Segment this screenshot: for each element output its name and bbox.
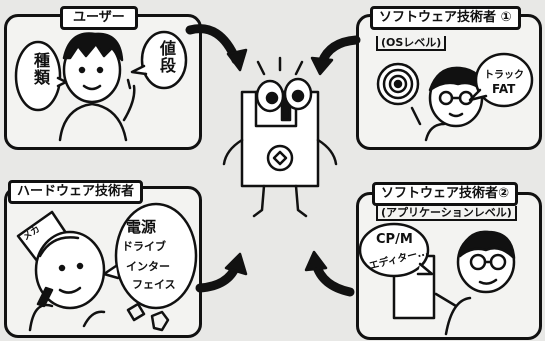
speech-power-text: 電源 <box>126 218 157 236</box>
os-level-subtitle: (OSレベル) <box>376 36 447 51</box>
os-engineer-title: ソフトウェア技術者 ① <box>370 6 521 30</box>
hardware-engineer-title: ハードウェア技術者 <box>8 180 144 204</box>
speech-price-text: 値段 <box>157 40 176 74</box>
speech-interface-text-1: インター <box>126 260 170 273</box>
speech-bubble <box>140 30 188 90</box>
app-level-subtitle: (アプリケーションレベル) <box>376 206 517 221</box>
speech-bubble <box>14 40 62 112</box>
user-character <box>58 32 136 142</box>
speech-interface-text-2: フェイス <box>132 278 176 291</box>
speech-bubble <box>114 202 198 310</box>
os-engineer-character <box>376 62 486 142</box>
speech-fat-text: FAT <box>492 82 516 96</box>
speech-drive-text: ドライブ <box>122 240 166 253</box>
hardware-engineer-character <box>16 210 106 332</box>
screw-icon <box>150 310 170 332</box>
speech-bubble <box>358 222 430 278</box>
speech-cpm-text: CP/M <box>376 232 413 247</box>
app-engineer-title: ソフトウェア技術者② <box>372 182 519 206</box>
speech-track-text: トラック <box>484 70 524 81</box>
floppy-disk-character <box>222 56 338 218</box>
screw-icon <box>126 302 146 322</box>
speech-kind-text: 種類 <box>31 52 50 86</box>
speech-bubble <box>474 52 534 108</box>
user-title: ユーザー <box>60 6 138 30</box>
